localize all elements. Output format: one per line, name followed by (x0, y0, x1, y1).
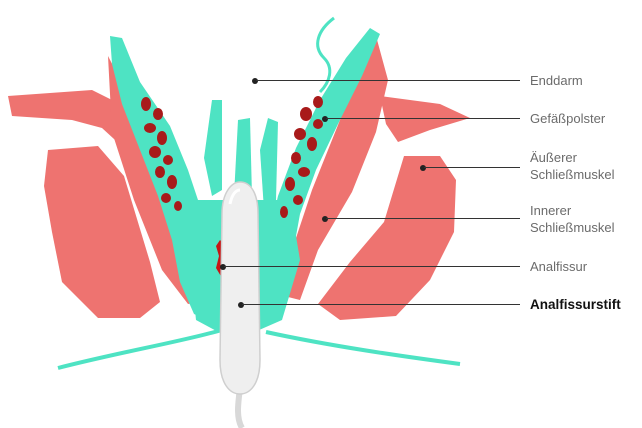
external-sphincter-leader (424, 167, 520, 168)
skin-line-right (266, 332, 460, 364)
label-external-sphincter-line1: Äußerer (530, 149, 615, 166)
rectum-leader (256, 80, 520, 81)
fissure-pen-leader (242, 304, 520, 305)
mucosa-fold-1 (204, 100, 222, 196)
label-anal-fissure: Analfissur (530, 258, 587, 275)
anal-fissure-leader (224, 266, 520, 267)
label-internal-sphincter: Innerer Schließmuskel (530, 202, 615, 236)
vascular-cushion-leader (326, 118, 520, 119)
label-rectum: Enddarm (530, 72, 583, 89)
external-sphincter-left (8, 90, 126, 150)
label-external-sphincter-line2: Schließmuskel (530, 166, 615, 183)
label-internal-sphincter-line1: Innerer (530, 202, 615, 219)
label-fissure-pen: Analfissurstift (530, 296, 621, 313)
stick-body (220, 182, 260, 394)
mucosa-fold-3 (260, 118, 278, 210)
label-external-sphincter: Äußerer Schließmuskel (530, 149, 615, 183)
label-vascular-cushions: Gefäßpolster (530, 110, 605, 127)
skin-line-left (58, 330, 222, 368)
label-internal-sphincter-line2: Schließmuskel (530, 219, 615, 236)
internal-sphincter-leader (326, 218, 520, 219)
